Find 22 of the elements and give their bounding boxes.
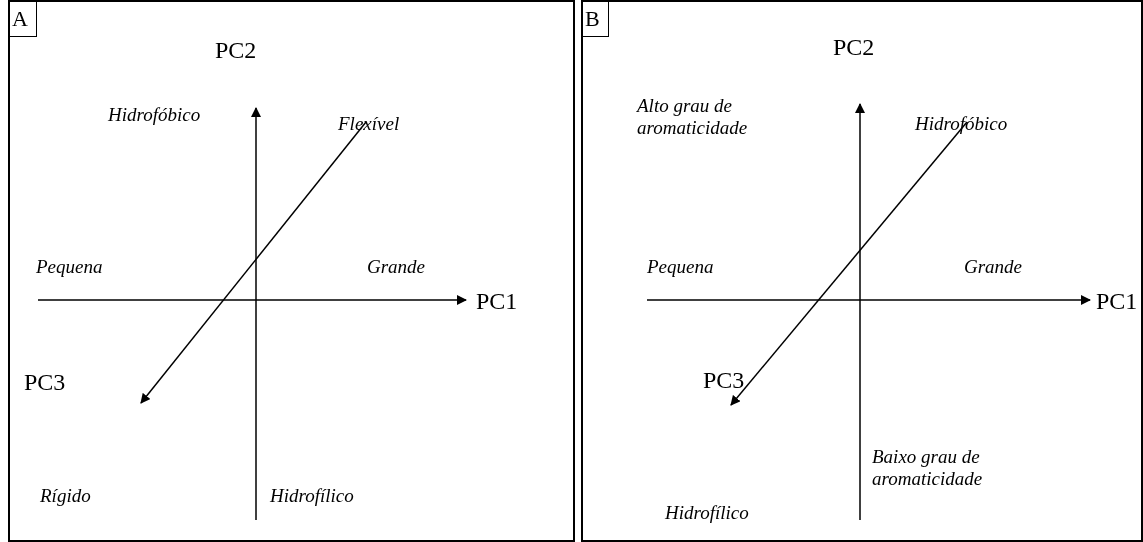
panel-frame bbox=[8, 0, 575, 542]
pole-label: Pequena bbox=[647, 256, 714, 278]
pole-label: Baixo grau de aromaticidade bbox=[872, 446, 984, 490]
pole-label: Grande bbox=[367, 256, 426, 278]
pole-label: Hidrofílico bbox=[665, 502, 749, 524]
axis-label: PC2 bbox=[215, 36, 257, 64]
pole-label: Rígido bbox=[40, 485, 91, 507]
pole-label: Grande bbox=[964, 256, 1023, 278]
panel-letter: A bbox=[10, 2, 37, 37]
axis-label: PC1 bbox=[1096, 287, 1138, 315]
pole-label: Hidrofóbico bbox=[108, 104, 201, 126]
axis-label: PC1 bbox=[476, 287, 518, 315]
pole-label: Hidrofóbico bbox=[915, 113, 1008, 135]
pole-label: Flexível bbox=[338, 113, 400, 135]
panel-letter: B bbox=[583, 2, 609, 37]
pole-label: Alto grau de aromaticidade bbox=[637, 95, 749, 139]
axis-label: PC3 bbox=[703, 366, 745, 394]
pole-label: Pequena bbox=[36, 256, 103, 278]
axis-label: PC3 bbox=[24, 368, 66, 396]
panel-frame bbox=[581, 0, 1143, 542]
pole-label: Hidrofílico bbox=[270, 485, 354, 507]
axis-label: PC2 bbox=[833, 33, 875, 61]
